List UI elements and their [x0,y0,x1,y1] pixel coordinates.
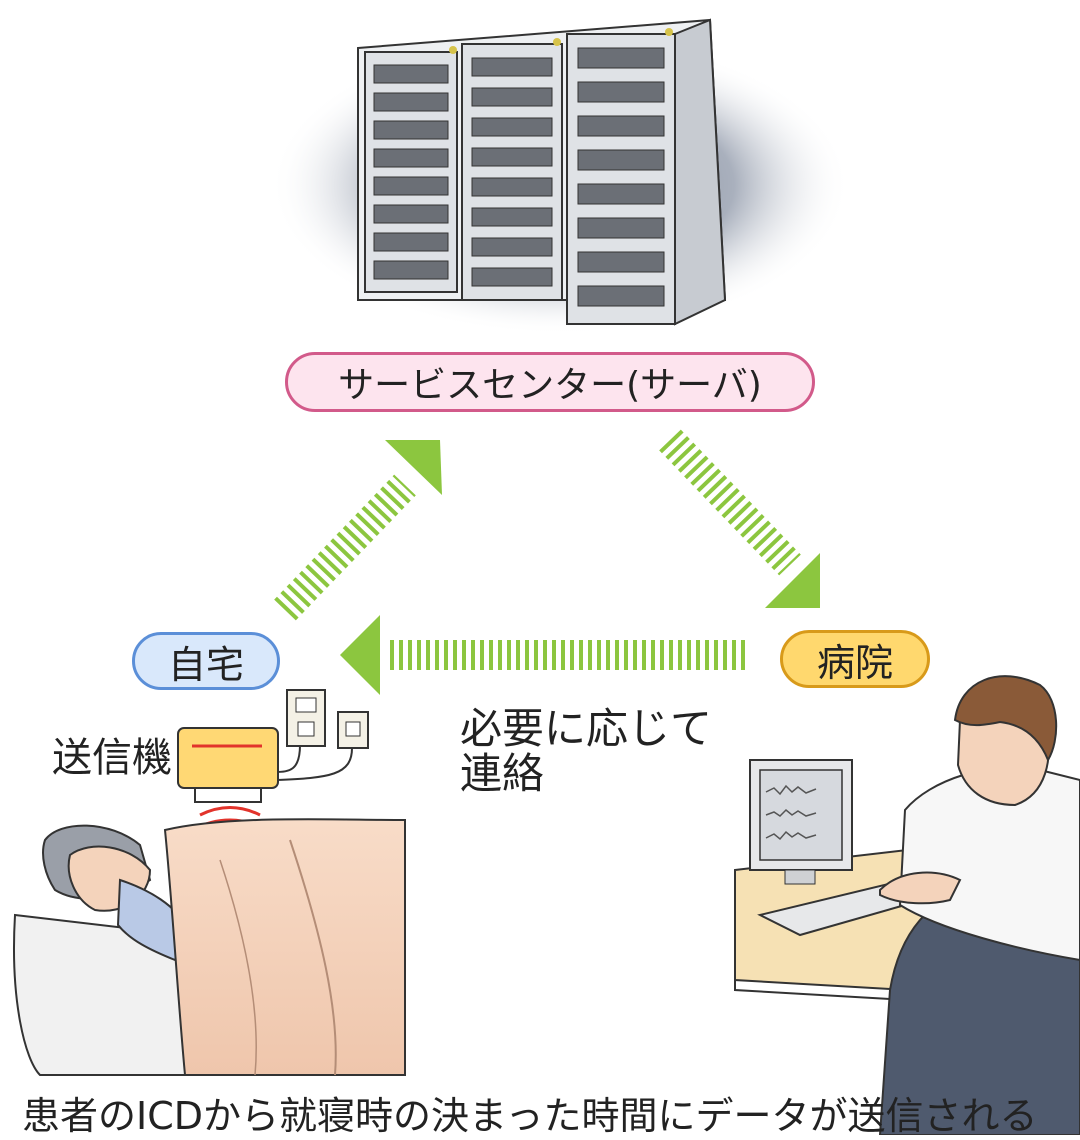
server-label: サービスセンター(サーバ) [285,352,815,412]
arrow-server-to-hospital [659,429,820,608]
server-rack-icon [270,18,850,335]
arrow-home-to-server [274,440,442,621]
transmitter-device-icon [177,727,279,803]
home-label: 自宅 [132,632,280,690]
sleeping-patient-icon [13,818,406,1076]
wall-outlet-icon [274,689,369,781]
arrow-hospital-to-home [340,615,745,695]
caption: 患者のICDから就寝時の決まった時間にデータが送信される [22,1094,1038,1138]
contact-note-line2: 連絡 [460,749,545,798]
hospital-label: 病院 [780,630,930,688]
doctor-at-computer-icon [734,675,1080,1135]
transmitter-label: 送信機 [52,735,172,781]
contact-note-line1: 必要に応じて [460,704,713,753]
